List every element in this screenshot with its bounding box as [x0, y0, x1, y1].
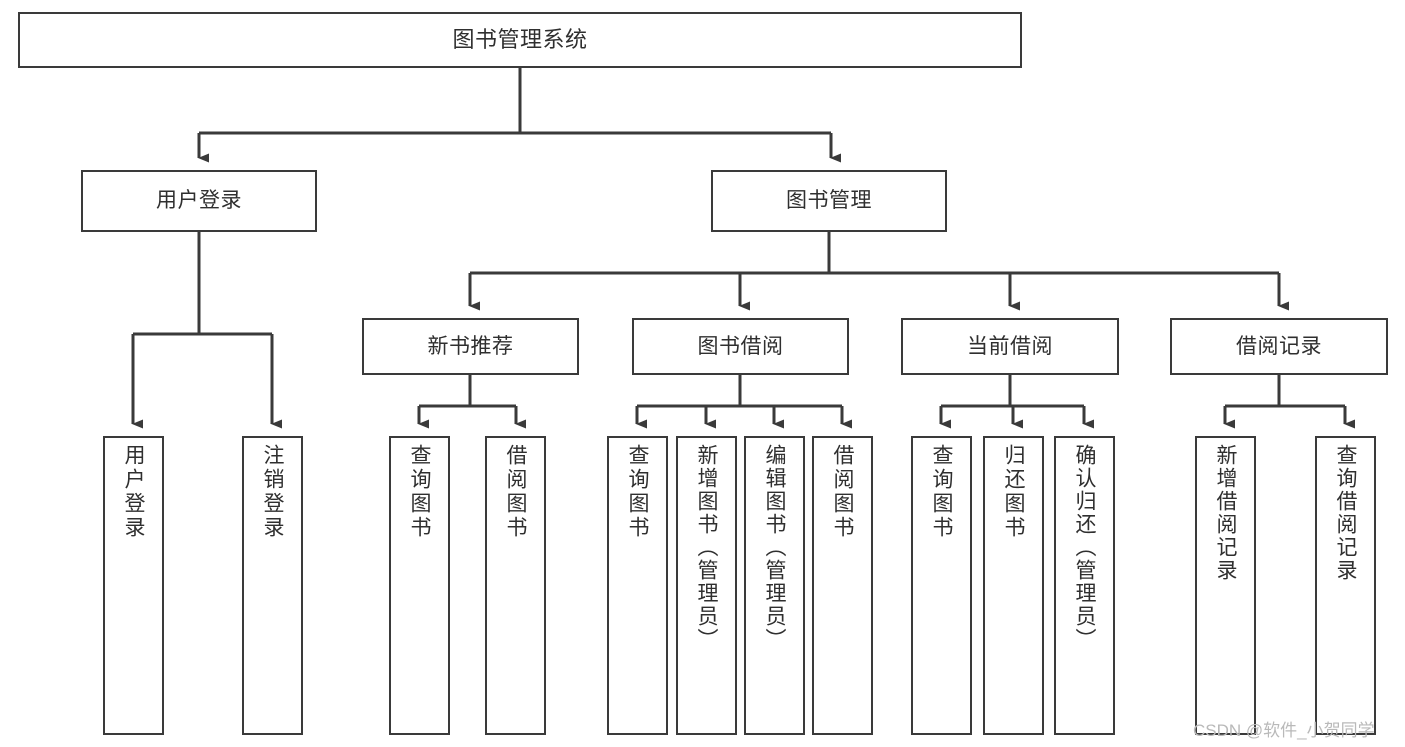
node-root-label: 图书管理系统 [452, 26, 588, 52]
node-user-login-label: 用户登录 [156, 189, 242, 213]
node-root[interactable]: 图书管理系统 [18, 12, 1022, 68]
node-user-login[interactable]: 用户登录 [81, 170, 317, 232]
node-leaf-query-book-3[interactable]: 查询图书 [911, 436, 972, 735]
node-leaf-query-book-2-label: 查询图书 [626, 444, 649, 540]
node-leaf-add-record-label: 新增借阅记录 [1214, 444, 1237, 582]
node-new-book-recommend[interactable]: 新书推荐 [362, 318, 579, 375]
node-leaf-borrow-book-1[interactable]: 借阅图书 [485, 436, 546, 735]
node-leaf-add-book[interactable]: 新增图书（管理员） [676, 436, 737, 735]
node-leaf-borrow-book-2-label: 借阅图书 [831, 444, 854, 540]
node-leaf-logout[interactable]: 注销登录 [242, 436, 303, 735]
node-leaf-return-book[interactable]: 归还图书 [983, 436, 1044, 735]
node-leaf-confirm-return[interactable]: 确认归还（管理员） [1054, 436, 1115, 735]
node-leaf-query-book-1-label: 查询图书 [408, 444, 431, 540]
node-leaf-query-record[interactable]: 查询借阅记录 [1315, 436, 1376, 735]
node-leaf-user-login-label: 用户登录 [122, 444, 145, 540]
node-leaf-edit-book-label: 编辑图书（管理员） [763, 444, 786, 651]
node-book-borrow[interactable]: 图书借阅 [632, 318, 849, 375]
node-leaf-query-book-3-label: 查询图书 [930, 444, 953, 540]
node-current-borrow[interactable]: 当前借阅 [901, 318, 1119, 375]
node-leaf-add-book-label: 新增图书（管理员） [695, 444, 718, 651]
node-leaf-return-book-label: 归还图书 [1002, 444, 1025, 540]
node-leaf-borrow-book-1-label: 借阅图书 [504, 444, 527, 540]
node-leaf-query-book-2[interactable]: 查询图书 [607, 436, 668, 735]
node-leaf-borrow-book-2[interactable]: 借阅图书 [812, 436, 873, 735]
node-borrow-record[interactable]: 借阅记录 [1170, 318, 1388, 375]
node-leaf-confirm-return-label: 确认归还（管理员） [1073, 444, 1096, 651]
node-leaf-edit-book[interactable]: 编辑图书（管理员） [744, 436, 805, 735]
node-leaf-add-record[interactable]: 新增借阅记录 [1195, 436, 1256, 735]
csdn-watermark: CSDN @软件_小贺同学 [1193, 721, 1375, 740]
node-book-manage[interactable]: 图书管理 [711, 170, 947, 232]
node-book-manage-label: 图书管理 [786, 189, 872, 213]
node-leaf-query-record-label: 查询借阅记录 [1334, 444, 1357, 582]
node-current-borrow-label: 当前借阅 [967, 334, 1053, 358]
node-book-borrow-label: 图书借阅 [697, 334, 784, 358]
node-leaf-user-login[interactable]: 用户登录 [103, 436, 164, 735]
node-borrow-record-label: 借阅记录 [1236, 334, 1322, 358]
node-leaf-query-book-1[interactable]: 查询图书 [389, 436, 450, 735]
node-new-book-recommend-label: 新书推荐 [427, 334, 514, 358]
node-leaf-logout-label: 注销登录 [261, 444, 284, 540]
